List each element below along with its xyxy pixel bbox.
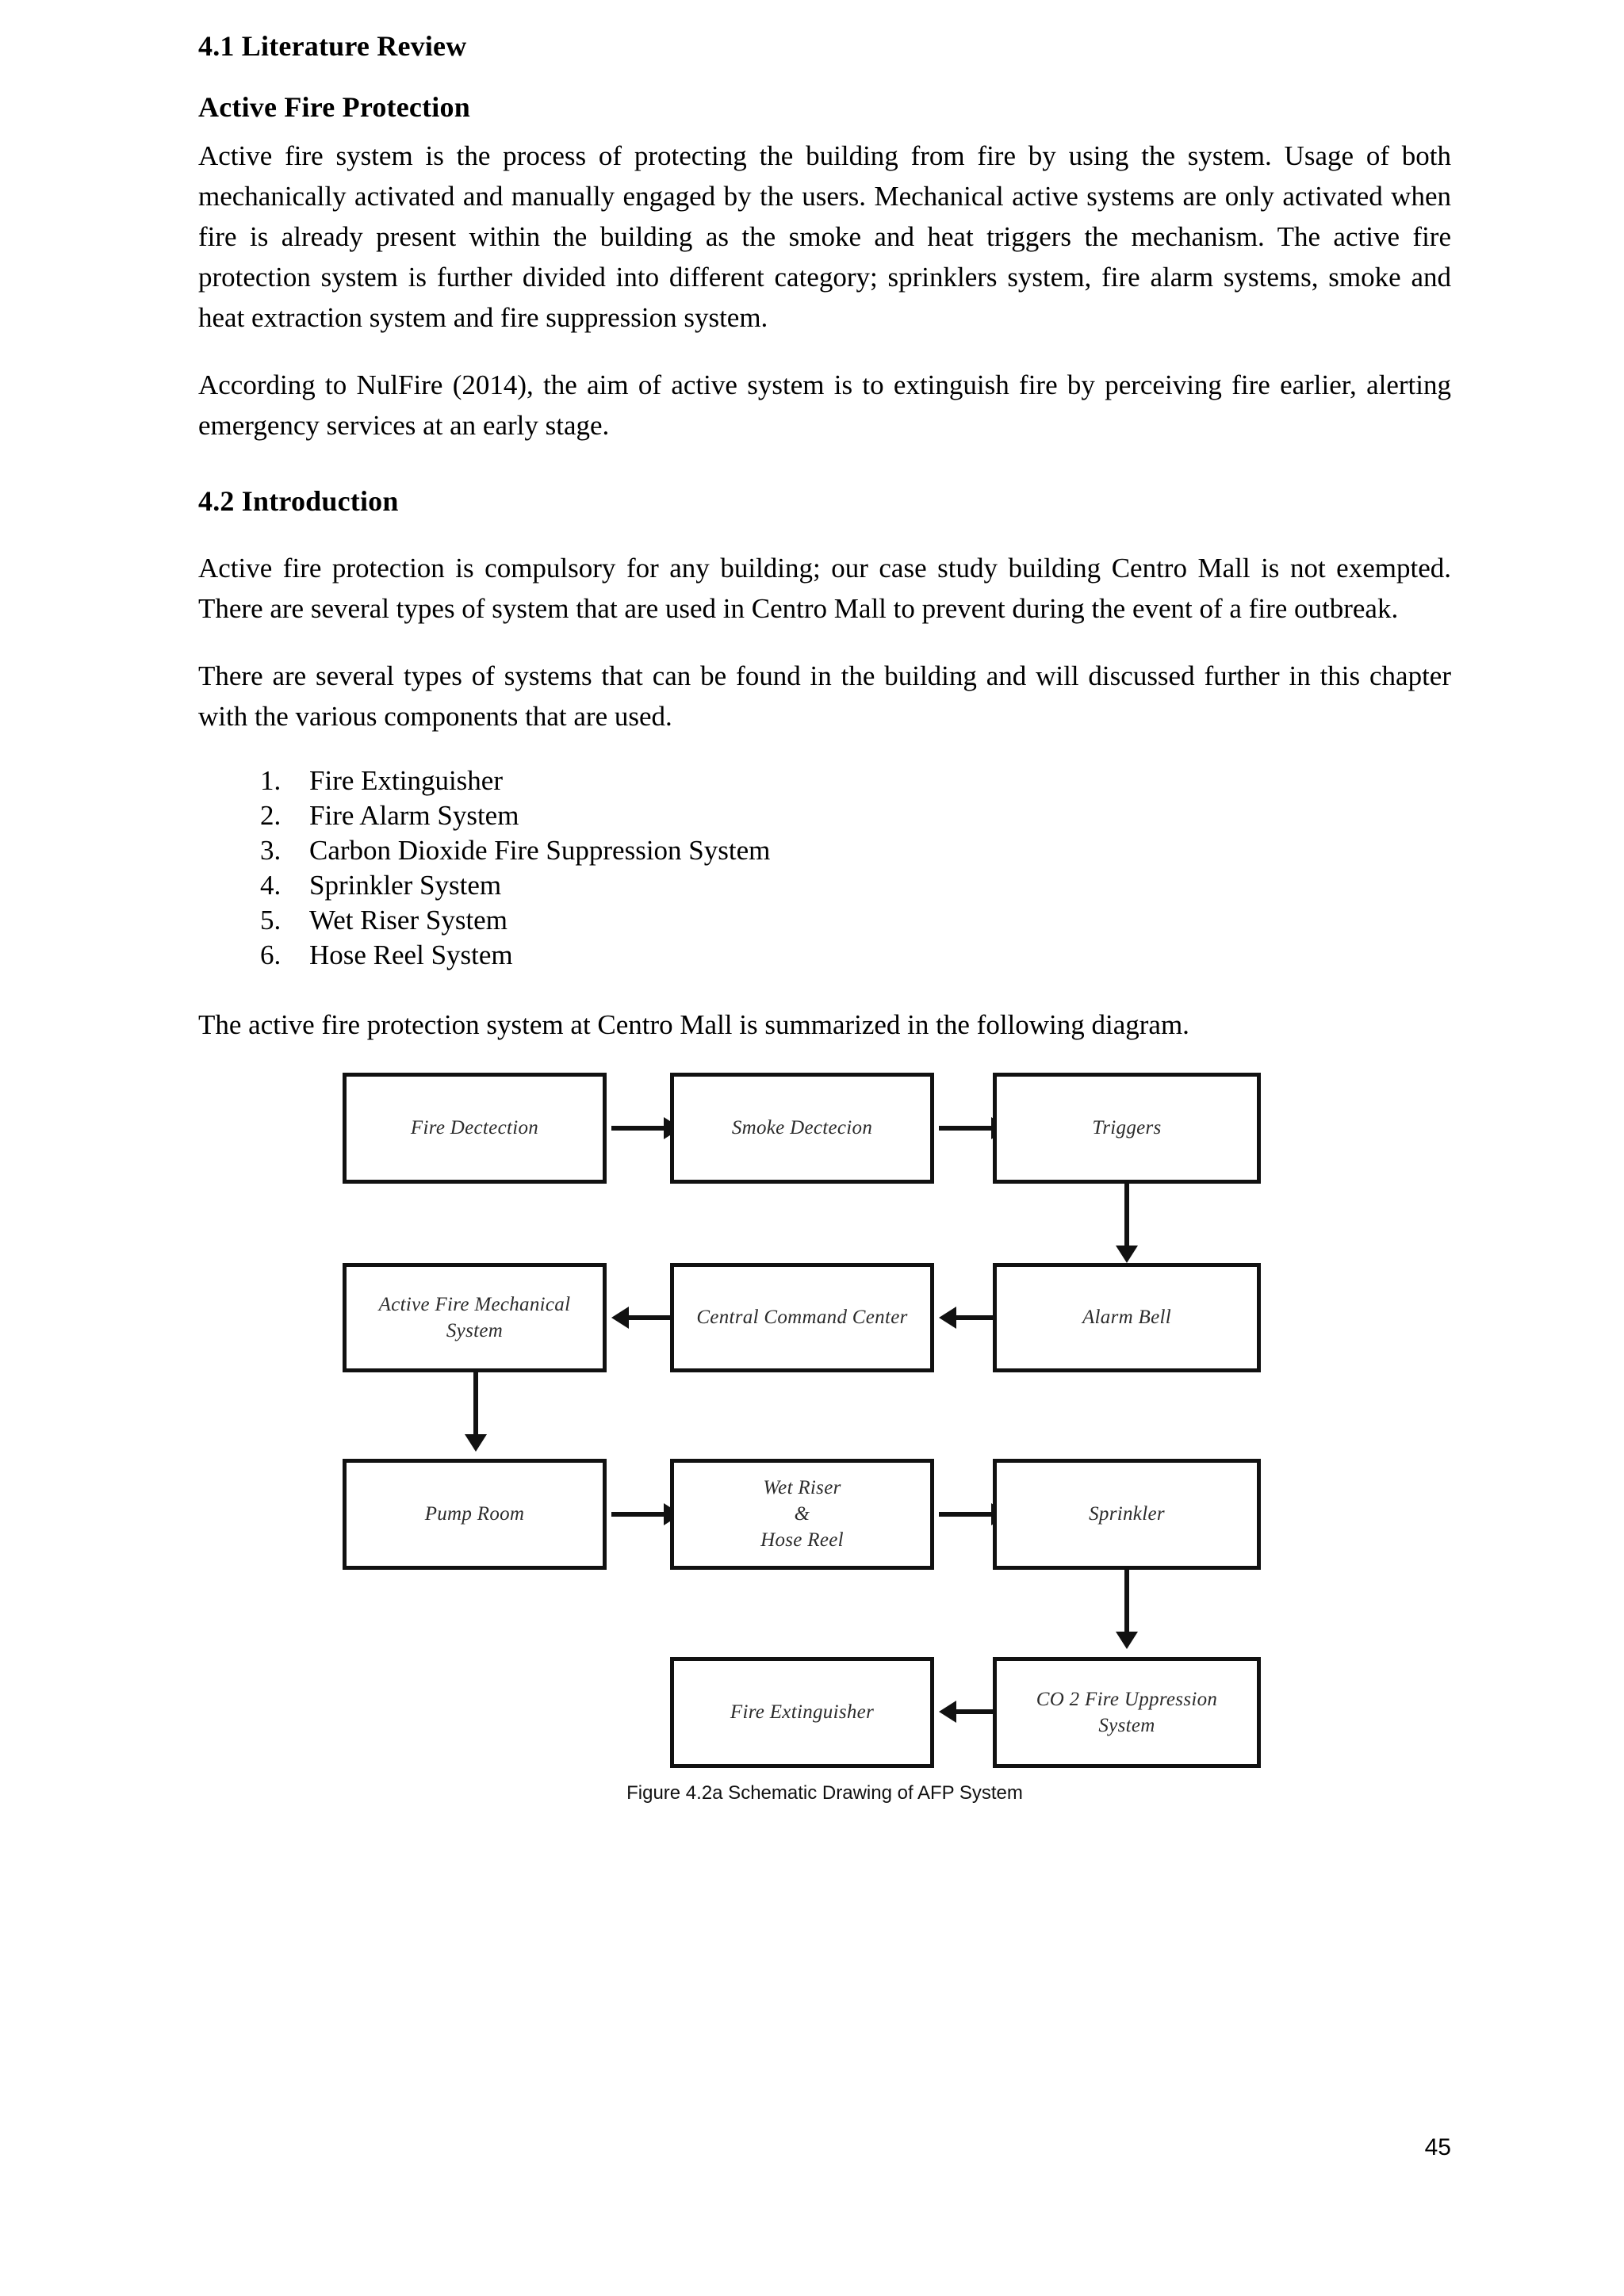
arrow-alarm-bell-to-central-command-center: [939, 1302, 1009, 1334]
flow-node-pump-room: Pump Room: [343, 1458, 607, 1570]
flow-node-alarm-bell: Alarm Bell: [993, 1262, 1261, 1372]
flow-node-fire-extinguisher: Fire Extinguisher: [670, 1656, 934, 1768]
system-types-list: 1. Fire Extinguisher 2. Fire Alarm Syste…: [198, 763, 1451, 973]
spacer: [198, 629, 1451, 656]
flow-node-label: Pump Room: [424, 1503, 525, 1525]
arrow-co2-fire-suppression-system-to-fire-extinguisher: [939, 1696, 1009, 1728]
flow-node-label: Fire Extinguisher: [730, 1701, 875, 1724]
page-content: 4.1 Literature Review Active Fire Protec…: [198, 0, 1451, 1808]
list-item-number: 3.: [260, 834, 282, 866]
flow-node-label: Triggers: [1092, 1117, 1162, 1139]
list-item: 3. Carbon Dioxide Fire Suppression Syste…: [198, 833, 1451, 868]
paragraph-diagram-lead-in: The active fire protection system at Cen…: [198, 1008, 1189, 1040]
paragraph-centro-mall-compulsory: Active fire protection is compulsory for…: [198, 552, 1451, 624]
flow-node-central-command-center: Central Command Center: [670, 1262, 934, 1372]
flow-node-label-line-3: Hose Reel: [760, 1529, 844, 1552]
arrow-head-down: [1116, 1631, 1138, 1649]
arrow-triggers-to-alarm-bell: [1107, 1183, 1147, 1263]
list-item-label: Sprinkler System: [309, 869, 502, 901]
paragraph-active-fire-system: Active fire system is the process of pro…: [198, 140, 1451, 334]
flow-node-label-line-1: CO 2 Fire Uppression: [1036, 1688, 1218, 1710]
arrow-head-left: [939, 1700, 956, 1723]
spacer: [198, 1045, 1451, 1062]
arrow-head-left: [611, 1306, 629, 1329]
arrow-shaft: [953, 1709, 1009, 1714]
heading-literature-review: 4.1 Literature Review: [198, 30, 467, 62]
arrow-head-left: [939, 1306, 956, 1329]
arrow-shaft: [611, 1125, 667, 1131]
arrow-shaft: [939, 1125, 994, 1131]
list-item: 1. Fire Extinguisher: [198, 763, 1451, 798]
list-item: 5. Wet Riser System: [198, 903, 1451, 938]
page-number: 45: [1424, 2134, 1451, 2160]
flow-node-triggers: Triggers: [993, 1072, 1261, 1184]
arrow-head-down: [465, 1433, 487, 1452]
arrow-shaft: [1124, 1183, 1129, 1247]
paragraph-nulfire-citation: According to NulFire (2014), the aim of …: [198, 369, 1451, 442]
list-item-number: 5.: [260, 904, 282, 936]
list-item-number: 2.: [260, 799, 282, 831]
flow-node-co2-fire-suppression-system: CO 2 Fire Uppression System: [993, 1656, 1261, 1768]
flow-node-label: Alarm Bell: [1082, 1307, 1171, 1329]
list-item-number: 6.: [260, 939, 282, 970]
figure-afp-schematic: Fire Dectection Smoke Dectecion Triggers: [198, 1062, 1451, 1808]
list-item-label: Fire Extinguisher: [309, 764, 503, 796]
flow-node-sprinkler: Sprinkler: [993, 1458, 1261, 1570]
flow-node-label-line-1: Wet Riser: [763, 1477, 841, 1499]
flow-node-smoke-detection: Smoke Dectecion: [670, 1072, 934, 1184]
arrow-head-down: [1116, 1245, 1138, 1263]
spacer: [198, 338, 1451, 365]
flow-node-label: Central Command Center: [696, 1307, 908, 1329]
spacer: [198, 446, 1451, 482]
flow-node-label: Active Fire Mechanical System: [378, 1293, 571, 1341]
list-item-label: Wet Riser System: [309, 904, 508, 936]
flow-node-active-fire-mechanical-system: Active Fire Mechanical System: [343, 1262, 607, 1372]
list-item: 6. Hose Reel System: [198, 938, 1451, 973]
arrow-shaft: [626, 1314, 681, 1320]
spacer: [198, 521, 1451, 548]
arrow-shaft: [953, 1314, 1009, 1320]
spacer: [198, 737, 1451, 763]
heading-introduction: 4.2 Introduction: [198, 485, 399, 518]
arrow-shaft: [1124, 1569, 1129, 1633]
arrow-shaft: [473, 1372, 478, 1436]
flow-node-label-line-2: System: [1098, 1714, 1155, 1736]
arrow-shaft: [939, 1511, 994, 1517]
list-item: 4. Sprinkler System: [198, 868, 1451, 903]
arrow-shaft: [611, 1511, 667, 1517]
list-item: 2. Fire Alarm System: [198, 798, 1451, 833]
list-item-label: Carbon Dioxide Fire Suppression System: [309, 834, 771, 866]
flow-node-fire-detection: Fire Dectection: [343, 1072, 607, 1184]
top-spacer: [198, 0, 1451, 27]
figure-caption: Figure 4.2a Schematic Drawing of AFP Sys…: [626, 1781, 1023, 1804]
arrow-active-fire-mechanical-system-to-pump-room: [456, 1372, 496, 1452]
spacer: [198, 126, 1451, 136]
flow-node-label: Smoke Dectecion: [731, 1117, 873, 1139]
list-item-label: Fire Alarm System: [309, 799, 519, 831]
list-item-number: 1.: [260, 764, 282, 796]
arrow-central-command-center-to-active-fire-mechanical-system: [611, 1302, 681, 1334]
list-item-number: 4.: [260, 869, 282, 901]
subheading-active-fire-protection: Active Fire Protection: [198, 90, 470, 123]
paragraph-systems-in-building: There are several types of systems that …: [198, 660, 1451, 732]
flow-node-label: Fire Dectection: [410, 1117, 539, 1139]
arrow-sprinkler-to-co2-fire-suppression-system: [1107, 1569, 1147, 1649]
flow-node-label-line-2: &: [794, 1503, 810, 1525]
flow-node-wet-riser-hose-reel: Wet Riser & Hose Reel: [670, 1458, 934, 1570]
spacer: [198, 973, 1451, 1004]
flow-node-label: Sprinkler: [1089, 1503, 1165, 1525]
spacer: [198, 66, 1451, 88]
list-item-label: Hose Reel System: [309, 939, 513, 970]
